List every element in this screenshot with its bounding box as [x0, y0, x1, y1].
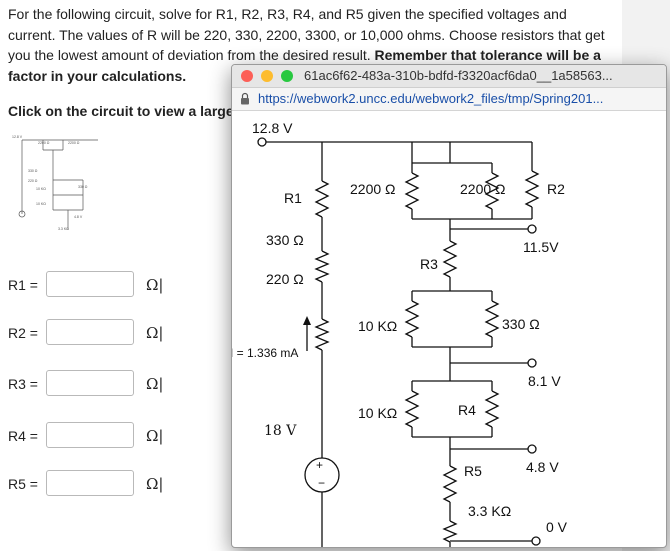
label-10k-b: 10 KΩ	[358, 405, 398, 421]
answer-label: R1 =	[8, 277, 38, 293]
label-r3: R3	[420, 256, 438, 272]
svg-text:330 Ω: 330 Ω	[28, 169, 38, 173]
svg-text:12.8 V: 12.8 V	[12, 135, 23, 139]
ohm-unit: Ω|	[146, 375, 164, 393]
label-r4: R4	[458, 402, 476, 418]
lock-icon	[241, 92, 249, 105]
problem-statement: For the following circuit, solve for R1,…	[8, 4, 608, 86]
label-r2: R2	[547, 181, 565, 197]
label-4-8v: 4.8 V	[526, 459, 559, 475]
answer-label: R3 =	[8, 376, 38, 392]
answer-input-r2[interactable]	[46, 319, 134, 345]
svg-text:10 KΩ: 10 KΩ	[36, 202, 46, 206]
popup-url-bar[interactable]: https://webwork2.uncc.edu/webwork2_files…	[232, 88, 666, 111]
label-current: I = 1.336 mA	[231, 346, 299, 360]
label-r1: R1	[284, 190, 302, 206]
label-3-3k: 3.3 KΩ	[468, 503, 512, 519]
label-source: 18 V	[264, 423, 297, 439]
answer-input-r4[interactable]	[46, 422, 134, 448]
popup-url: https://webwork2.uncc.edu/webwork2_files…	[258, 91, 604, 106]
ohm-unit: Ω|	[146, 324, 164, 342]
svg-text:2200 Ω: 2200 Ω	[68, 141, 80, 145]
popup-titlebar[interactable]: 61ac6f62-483a-310b-bdfd-f3320acf6da0__1a…	[232, 65, 666, 88]
label-330-b: 330 Ω	[502, 316, 540, 332]
svg-text:220 Ω: 220 Ω	[28, 179, 38, 183]
svg-text:330 Ω: 330 Ω	[78, 185, 88, 189]
svg-text:+: +	[316, 458, 323, 472]
circuit-labels: 12.8 V R1 2200 Ω 2200 Ω R2 330 Ω 220 Ω 1…	[232, 111, 666, 547]
label-330: 330 Ω	[266, 232, 304, 248]
label-top-voltage: 12.8 V	[252, 120, 293, 136]
label-220: 220 Ω	[266, 271, 304, 287]
maximize-window-button[interactable]	[281, 70, 293, 82]
close-window-button[interactable]	[241, 70, 253, 82]
ohm-unit: Ω|	[146, 276, 164, 294]
circuit-diagram: + −	[257, 137, 541, 547]
problem-bold-note: Remember that tolerance will be a factor…	[8, 47, 601, 84]
ohm-unit: Ω|	[146, 427, 164, 445]
svg-text:10 KΩ: 10 KΩ	[36, 187, 46, 191]
answer-label: R4 =	[8, 428, 38, 444]
label-r5: R5	[464, 463, 482, 479]
answer-input-r1[interactable]	[46, 271, 134, 297]
svg-text:−: −	[318, 476, 325, 490]
minimize-window-button[interactable]	[261, 70, 273, 82]
popup-title: 61ac6f62-483a-310b-bdfd-f3320acf6da0__1a…	[304, 68, 613, 83]
label-2200-b: 2200 Ω	[460, 181, 506, 197]
current-arrow-icon	[303, 316, 311, 325]
image-popup-window: 61ac6f62-483a-310b-bdfd-f3320acf6da0__1a…	[231, 64, 667, 548]
label-2200-a: 2200 Ω	[350, 181, 396, 197]
click-to-enlarge-text[interactable]: Click on the circuit to view a larger	[8, 103, 240, 119]
svg-text:3.3 KΩ: 3.3 KΩ	[58, 227, 69, 231]
label-11-5v: 11.5V	[523, 239, 559, 255]
answer-input-r3[interactable]	[46, 370, 134, 396]
label-0v: 0 V	[546, 519, 568, 535]
answer-label: R5 =	[8, 476, 38, 492]
svg-text:2200 Ω: 2200 Ω	[38, 141, 50, 145]
svg-text:4.8 V: 4.8 V	[74, 215, 83, 219]
circuit-thumbnail[interactable]: 12.8 V 2200 Ω 2200 Ω 330 Ω 220 Ω 10 KΩ 330 Ω…	[8, 130, 120, 242]
label-10k-a: 10 KΩ	[358, 318, 398, 334]
answer-input-r5[interactable]	[46, 470, 134, 496]
ohm-unit: Ω|	[146, 475, 164, 493]
answer-label: R2 =	[8, 325, 38, 341]
label-8-1v: 8.1 V	[528, 373, 561, 389]
problem-text: For the following circuit, solve for R1,…	[8, 6, 605, 63]
